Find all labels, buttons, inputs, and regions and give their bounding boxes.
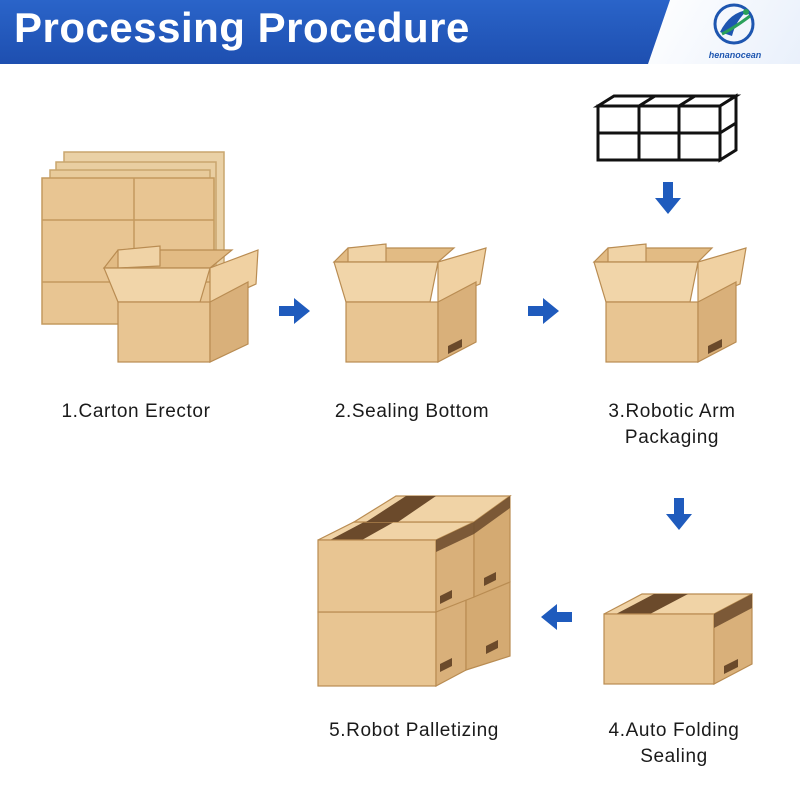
arrow-right-2: [528, 298, 559, 324]
arrow-right-1: [279, 298, 310, 324]
step5-label: 5.Robot Palletizing: [329, 720, 499, 741]
page-title: Processing Procedure: [14, 4, 470, 51]
step4-sealed-carton: [603, 593, 753, 685]
henanocean-logo-icon: [713, 3, 755, 45]
step4-label-line1: 4.Auto Folding: [608, 720, 740, 741]
step3-product-block: [592, 93, 742, 163]
step4-label-line2: Sealing: [640, 746, 708, 767]
arrow-down-1: [655, 182, 681, 214]
arrow-down-2: [666, 498, 692, 530]
step1-erected-carton: [102, 245, 259, 363]
step3-open-carton: [592, 243, 747, 363]
logo-text: henanocean: [708, 50, 762, 60]
step3-label-line2: Packaging: [624, 427, 720, 448]
step2-open-carton: [332, 243, 487, 363]
arrow-left-1: [541, 604, 572, 630]
step3-label-line1: 3.Robotic Arm: [608, 401, 736, 422]
step2-label: 2.Sealing Bottom: [334, 401, 490, 422]
step5-palletized-stack: [317, 494, 512, 687]
step1-label: 1.Carton Erector: [61, 401, 211, 422]
